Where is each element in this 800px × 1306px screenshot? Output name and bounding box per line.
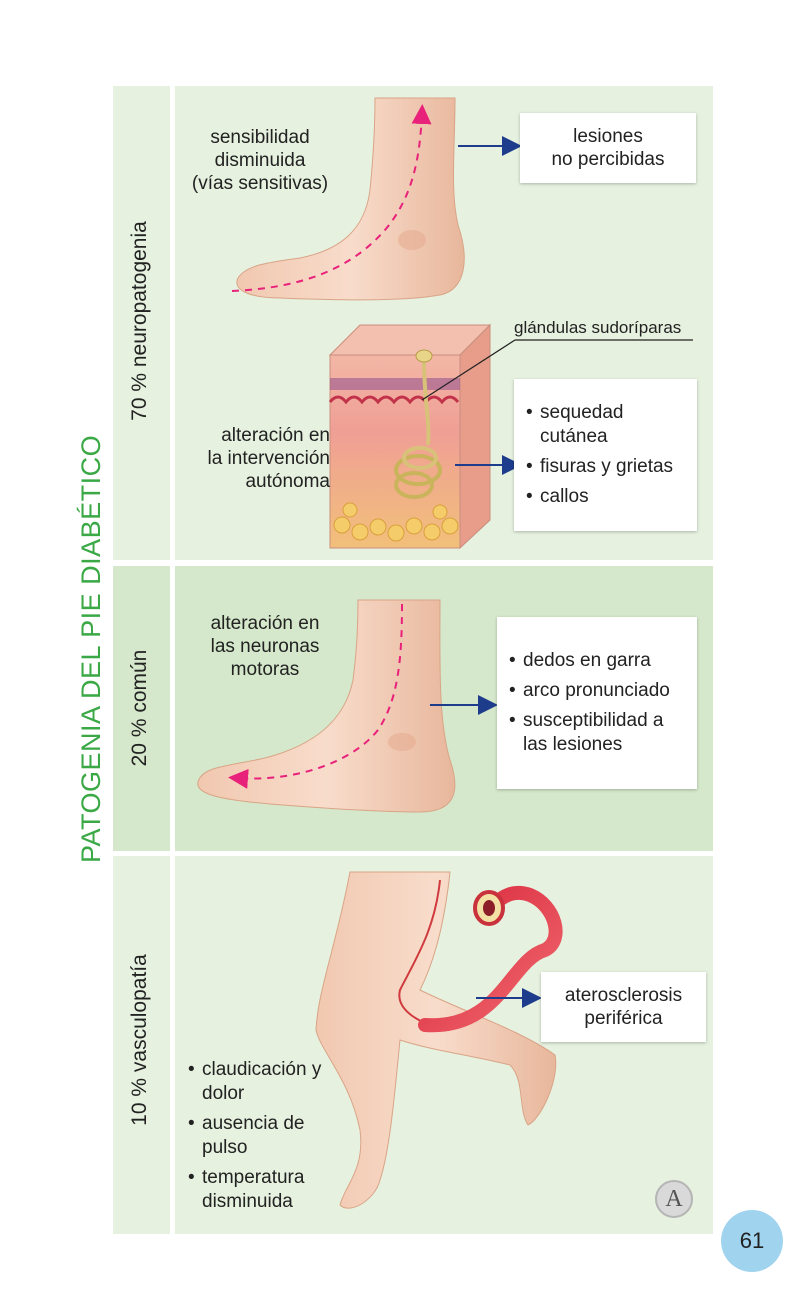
sensory-result-box: lesiones no percibidas <box>520 113 696 183</box>
effect-sequedad: sequedad cutánea <box>526 401 686 449</box>
vascular-label-band <box>113 856 170 1234</box>
vascular-symptoms-list: claudicación y dolor ausencia de pulso t… <box>188 1058 338 1220</box>
vascular-result-line-2: periférica <box>584 1008 663 1029</box>
effect-susceptibilidad: susceptibilidad a las lesiones <box>509 709 689 757</box>
publisher-logo: A <box>655 1180 693 1218</box>
foot-sensory-illustration <box>231 97 465 301</box>
leg-vascular-illustration <box>315 871 563 1209</box>
autonomic-effects-box: sequedad cutánea fisuras y grietas callo… <box>514 379 697 531</box>
symptom-ausencia-pulso: ausencia de pulso <box>188 1112 338 1160</box>
effect-dedos-garra: dedos en garra <box>509 649 689 673</box>
skin-block-illustration <box>328 323 492 550</box>
symptom-temperatura: temperatura disminuida <box>188 1166 338 1214</box>
effect-fisuras: fisuras y grietas <box>526 455 686 479</box>
effect-arco: arco pronunciado <box>509 679 689 703</box>
page-number-badge: 61 <box>721 1210 783 1272</box>
motor-effects-box: dedos en garra arco pronunciado suscepti… <box>497 617 697 789</box>
sensory-result-line-1: lesiones <box>573 126 643 147</box>
autonomic-effects-list: sequedad cutánea fisuras y grietas callo… <box>526 401 686 515</box>
sensory-result-line-2: no percibidas <box>551 149 665 170</box>
gland-leader-line <box>421 339 516 401</box>
neuro-label-band <box>113 86 170 560</box>
vascular-result-box: aterosclerosis periférica <box>541 972 706 1042</box>
symptom-claudicacion: claudicación y dolor <box>188 1058 338 1106</box>
foot-motor-illustration <box>197 599 456 813</box>
motor-effects-list: dedos en garra arco pronunciado suscepti… <box>509 649 689 763</box>
vascular-result-line-1: aterosclerosis <box>564 985 683 1006</box>
motor-caption: alteración en las neuronas motoras <box>210 613 320 680</box>
common-label-band <box>113 566 170 851</box>
gland-label: glándulas sudoríparas <box>514 318 682 337</box>
autonomic-caption: alteración en la intervención autónoma <box>207 425 330 492</box>
sensory-caption: sensibilidad disminuida (vías sensitivas… <box>191 127 329 194</box>
effect-callos: callos <box>526 485 686 509</box>
